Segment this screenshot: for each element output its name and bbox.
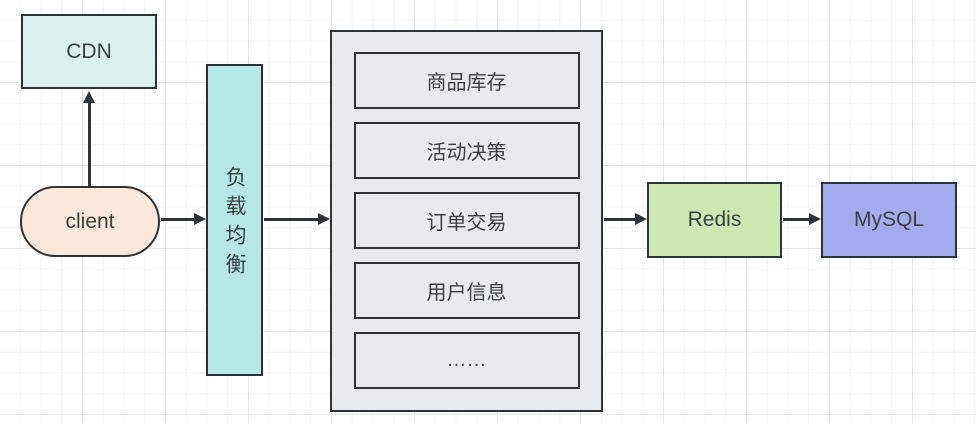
- edge-redis-to-mysql-shaft: [783, 218, 810, 221]
- load-balancer-label: 负载均衡: [223, 166, 246, 282]
- cdn-node: CDN: [21, 14, 157, 89]
- redis-label: Redis: [687, 208, 742, 231]
- client-label: client: [65, 209, 115, 233]
- service-item-order: 订单交易: [353, 192, 580, 249]
- edge-loadbalancer-to-services-shaft: [264, 218, 319, 221]
- edge-client-to-loadbalancer-shaft: [161, 218, 195, 221]
- client-node: client: [20, 186, 160, 257]
- service-item-inventory: 商品库存: [353, 52, 580, 109]
- mysql-label: MySQL: [853, 208, 924, 231]
- edge-services-to-redis-shaft: [604, 218, 636, 221]
- service-item-ellipsis: ……: [353, 332, 580, 389]
- edge-loadbalancer-to-services-arrowhead-icon: [318, 213, 330, 225]
- services-container-node: 商品库存 活动决策 订单交易 用户信息 ……: [330, 30, 603, 412]
- service-item-activity: 活动决策: [353, 122, 580, 179]
- mysql-node: MySQL: [821, 182, 957, 258]
- edge-client-to-cdn-shaft: [88, 102, 91, 186]
- edge-services-to-redis-arrowhead-icon: [635, 213, 647, 225]
- edge-redis-to-mysql-arrowhead-icon: [809, 213, 821, 225]
- edge-client-to-loadbalancer-arrowhead-icon: [194, 213, 206, 225]
- redis-node: Redis: [647, 182, 782, 258]
- edge-client-to-cdn-arrowhead-icon: [83, 91, 95, 103]
- load-balancer-node: 负载均衡: [206, 64, 263, 376]
- cdn-label: CDN: [66, 39, 112, 63]
- service-item-user: 用户信息: [353, 262, 580, 319]
